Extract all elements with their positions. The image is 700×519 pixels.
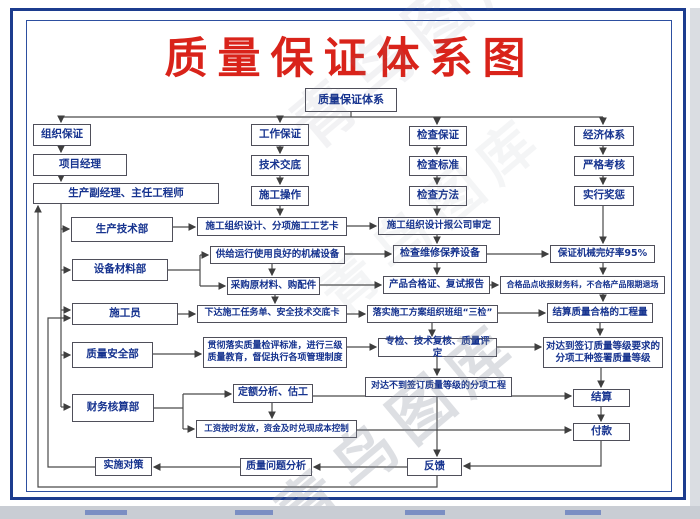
node-quality-safety: 质量安全部 [72,342,153,368]
node-problem-analysis: 质量问题分析 [240,458,312,476]
node-reward: 实行奖惩 [574,186,634,206]
scan-artifact [405,510,445,515]
node-deputy: 生产副经理、主任工程师 [33,183,219,204]
node-sign-grade: 对达到签订质量等级要求的分项工种签署质量等级 [543,337,663,368]
node-org: 组织保证 [33,124,91,146]
node-pm: 项目经理 [33,154,127,176]
node-machine-rate: 保证机械完好率95% [550,245,655,263]
node-payment: 付款 [573,423,630,441]
node-finance: 财务核算部 [72,394,154,422]
scan-edge-right [690,8,700,506]
scan-artifact [235,510,273,515]
frame-inner-border [26,20,672,492]
node-wages: 工资按时发放，资金及时兑现成本控制 [196,420,357,438]
node-work: 工作保证 [251,124,309,146]
node-builder: 施工员 [72,303,178,325]
scan-artifact [85,510,127,515]
node-design-approval: 施工组织设计报公司审定 [378,217,500,235]
node-econ: 经济体系 [574,126,634,146]
node-product-cert: 产品合格证、复试报告 [383,276,490,294]
page-title: 质量保证体系图 [164,34,536,84]
node-countermeasure: 实施对策 [95,457,152,476]
node-maintain-equip: 检查维修保养设备 [393,245,487,263]
node-inspect-method: 检查方法 [409,186,467,206]
node-inspect: 检查保证 [409,126,467,146]
node-settle-qty: 结算质量合格的工程量 [547,303,653,323]
node-three-checks: 落实施工方案组织班组“三检” [367,305,498,323]
node-prod-tech: 生产技术部 [71,217,173,242]
node-purchase: 采购原材料、购配件 [227,277,320,295]
node-special-inspect: 专检、技术复核、质量评定 [378,336,497,359]
node-strict-assess: 严格考核 [574,156,634,176]
node-feedback: 反馈 [407,458,462,476]
frame-outer-border [10,8,686,500]
node-tech-disclosure: 技术交底 [251,155,309,176]
node-inspect-std: 检查标准 [409,156,467,176]
node-construction-op: 施工操作 [251,186,309,206]
node-equip-mat: 设备材料部 [72,259,168,281]
node-org-design-card: 施工组织设计、分项施工工艺卡 [197,217,347,236]
node-implement-std: 贯彻落实质量检评标准，进行三级质量教育，督促执行各项管理制度 [203,337,347,368]
scan-artifact [565,510,601,515]
node-qualified-receive: 合格品点收报财务科，不合格产品限期退场 [500,276,665,294]
node-quota: 定额分析、估工 [233,384,313,403]
node-not-reach: 对达不到签订质量等级的分项工程 [365,377,512,397]
node-qa-system: 质量保证体系 [305,88,397,112]
node-task-order: 下达施工任务单、安全技术交底卡 [197,305,347,323]
node-settlement: 结算 [573,389,630,407]
node-supply-equip: 供给运行使用良好的机械设备 [210,246,345,264]
scan-edge-bottom [0,506,700,519]
